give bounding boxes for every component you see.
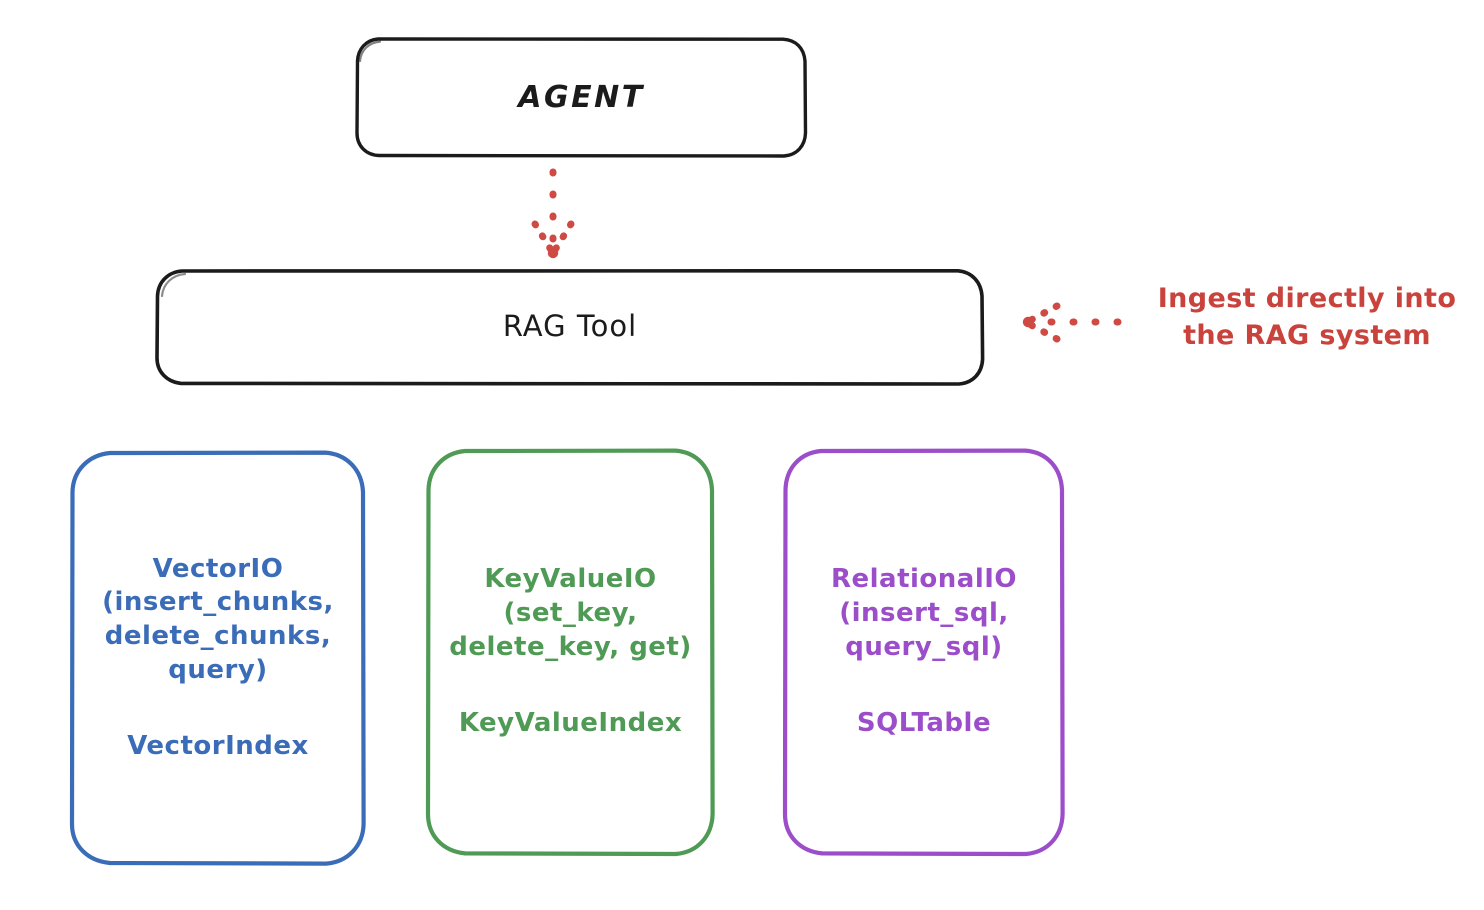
sql-table-label: SQLTable bbox=[856, 707, 992, 738]
dotted-arrow-down-icon bbox=[531, 168, 575, 259]
key-value-index-label: KeyValueIndex bbox=[458, 707, 683, 738]
relational-io-label: RelationalIO (insert_sql, query_sql) bbox=[830, 564, 1018, 662]
key-value-io-label: KeyValueIO (set_key, delete_key, get) bbox=[449, 564, 692, 662]
agent-box-outline bbox=[355, 37, 808, 158]
vector-io-node[interactable]: VectorIO (insert_chunks, delete_chunks, … bbox=[72, 452, 364, 864]
rag-tool-label: RAG Tool bbox=[502, 309, 638, 344]
key-value-io-node[interactable]: KeyValueIO (set_key, delete_key, get) Ke… bbox=[428, 450, 713, 854]
ingest-annotation-text: Ingest directly into the RAG system bbox=[1157, 283, 1457, 352]
vector-index-label: VectorIndex bbox=[127, 730, 309, 761]
vector-io-label: VectorIO (insert_chunks, delete_chunks, … bbox=[102, 553, 334, 685]
relational-io-box-outline bbox=[782, 448, 1065, 857]
rag-tool-box-outline bbox=[155, 269, 985, 386]
agent-node[interactable]: AGENT bbox=[357, 38, 806, 156]
rag-tool-node[interactable]: RAG Tool bbox=[157, 270, 983, 384]
agent-label: AGENT bbox=[518, 79, 645, 115]
relational-io-node[interactable]: RelationalIO (insert_sql, query_sql) SQL… bbox=[785, 450, 1063, 854]
key-value-io-box-outline bbox=[425, 448, 715, 857]
vector-io-box-outline bbox=[69, 450, 366, 866]
dotted-arrow-left-icon bbox=[1022, 302, 1122, 343]
